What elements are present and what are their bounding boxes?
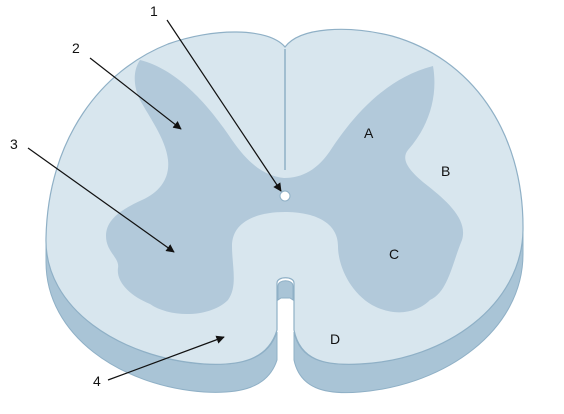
leader-line-2 <box>89 57 182 130</box>
region-label-d: D <box>330 331 340 347</box>
region-label-b: B <box>441 163 450 179</box>
region-label-c: C <box>389 246 399 262</box>
region-label-a: A <box>364 125 374 141</box>
anterior-median-fissure <box>277 280 294 301</box>
callout-number-3: 3 <box>10 136 18 152</box>
callout-number-1: 1 <box>150 3 158 19</box>
central-canal <box>279 190 291 202</box>
leader-line-4 <box>107 335 225 381</box>
callout-number-4: 4 <box>93 373 101 389</box>
leader-line-3 <box>27 147 175 253</box>
leader-line-1 <box>166 19 282 192</box>
gray-matter <box>106 60 464 315</box>
callout-number-2: 2 <box>72 40 80 56</box>
